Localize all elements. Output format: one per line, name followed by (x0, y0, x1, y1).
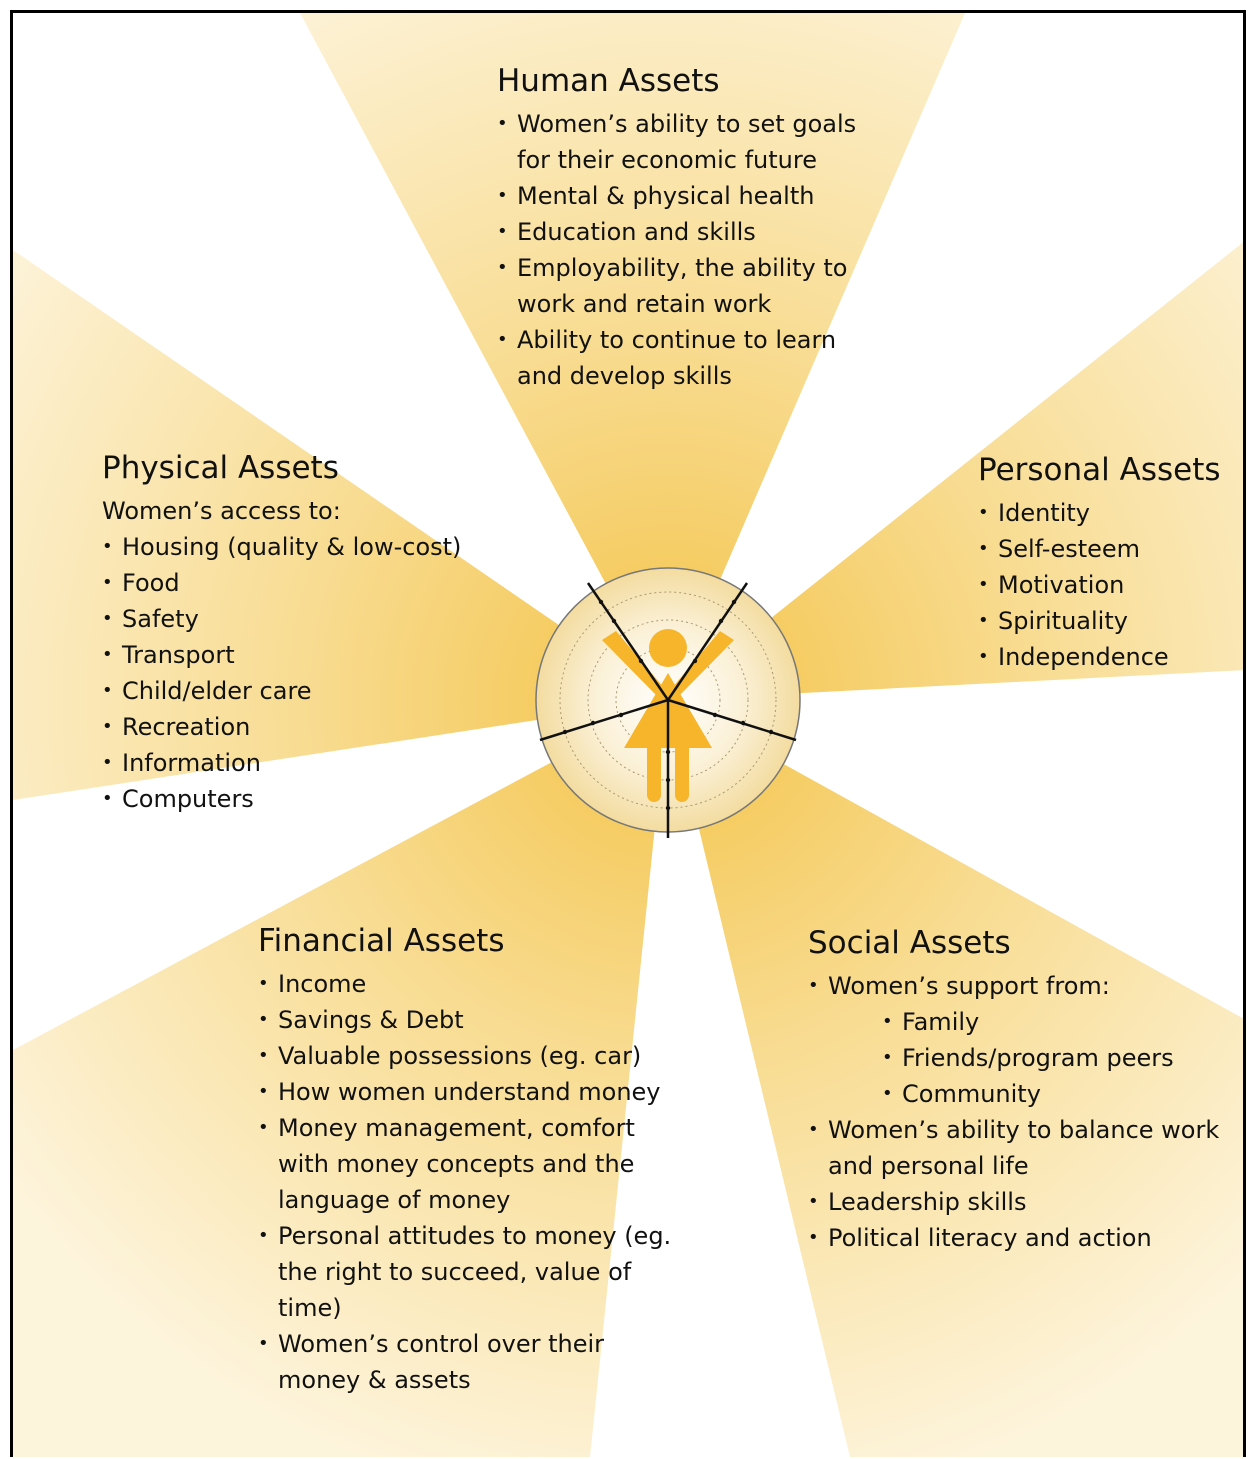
list-item: Motivation (978, 567, 1238, 603)
list-item: Self-esteem (978, 531, 1238, 567)
human-assets-list: Women’s ability to set goals for their e… (497, 106, 877, 394)
list-item: Food (102, 565, 482, 601)
list-item: Personal attitudes to money (eg. the rig… (258, 1218, 688, 1326)
social-assets-list: Women’s support from: Family Friends/pro… (808, 968, 1228, 1256)
list-item: Transport (102, 637, 482, 673)
physical-assets-block: Physical Assets Women’s access to: Housi… (102, 449, 482, 817)
list-item: Recreation (102, 709, 482, 745)
list-item: Leadership skills (808, 1184, 1228, 1220)
physical-assets-title: Physical Assets (102, 450, 339, 486)
list-item: Political literacy and action (808, 1220, 1228, 1256)
hub-axis-ticks (562, 599, 774, 811)
list-item: Women’s ability to set goals for their e… (497, 106, 877, 178)
list-item: Ability to continue to learn and develop… (497, 322, 877, 394)
sub-list-item: Family (808, 1004, 1228, 1040)
list-item: Valuable possessions (eg. car) (258, 1038, 688, 1074)
financial-assets-block: Financial Assets Income Savings & Debt V… (258, 922, 688, 1398)
personal-assets-title: Personal Assets (978, 452, 1221, 488)
list-item: Savings & Debt (258, 1002, 688, 1038)
social-assets-title: Social Assets (808, 925, 1011, 961)
diagram-frame (10, 10, 1246, 1457)
financial-assets-list: Income Savings & Debt Valuable possessio… (258, 966, 688, 1398)
list-item: Information (102, 745, 482, 781)
list-item: How women understand money (258, 1074, 688, 1110)
list-item: Women’s ability to balance work and pers… (808, 1112, 1228, 1184)
financial-assets-title: Financial Assets (258, 923, 505, 959)
list-item: Computers (102, 781, 482, 817)
physical-assets-list: Housing (quality & low-cost) Food Safety… (102, 529, 482, 817)
list-item: Mental & physical health (497, 178, 877, 214)
list-item: Employability, the ability to work and r… (497, 250, 877, 322)
list-item: Independence (978, 639, 1238, 675)
sub-list-item: Community (808, 1076, 1228, 1112)
list-item: Housing (quality & low-cost) (102, 529, 482, 565)
human-assets-title: Human Assets (497, 63, 720, 99)
human-assets-block: Human Assets Women’s ability to set goal… (497, 62, 877, 394)
list-item: Safety (102, 601, 482, 637)
list-item: Women’s support from: (808, 968, 1228, 1004)
list-item: Money management, comfort with money con… (258, 1110, 688, 1218)
list-item: Spirituality (978, 603, 1238, 639)
sub-list-item: Friends/program peers (808, 1040, 1228, 1076)
list-item: Child/elder care (102, 673, 482, 709)
physical-assets-intro: Women’s access to: (102, 497, 341, 525)
personal-assets-list: Identity Self-esteem Motivation Spiritua… (978, 495, 1238, 675)
list-item: Identity (978, 495, 1238, 531)
personal-assets-block: Personal Assets Identity Self-esteem Mot… (978, 451, 1238, 675)
hub-ring-outer (559, 591, 777, 809)
social-assets-block: Social Assets Women’s support from: Fami… (808, 924, 1228, 1256)
list-item: Education and skills (497, 214, 877, 250)
list-item: Women’s control over their money & asset… (258, 1326, 688, 1398)
list-item: Income (258, 966, 688, 1002)
